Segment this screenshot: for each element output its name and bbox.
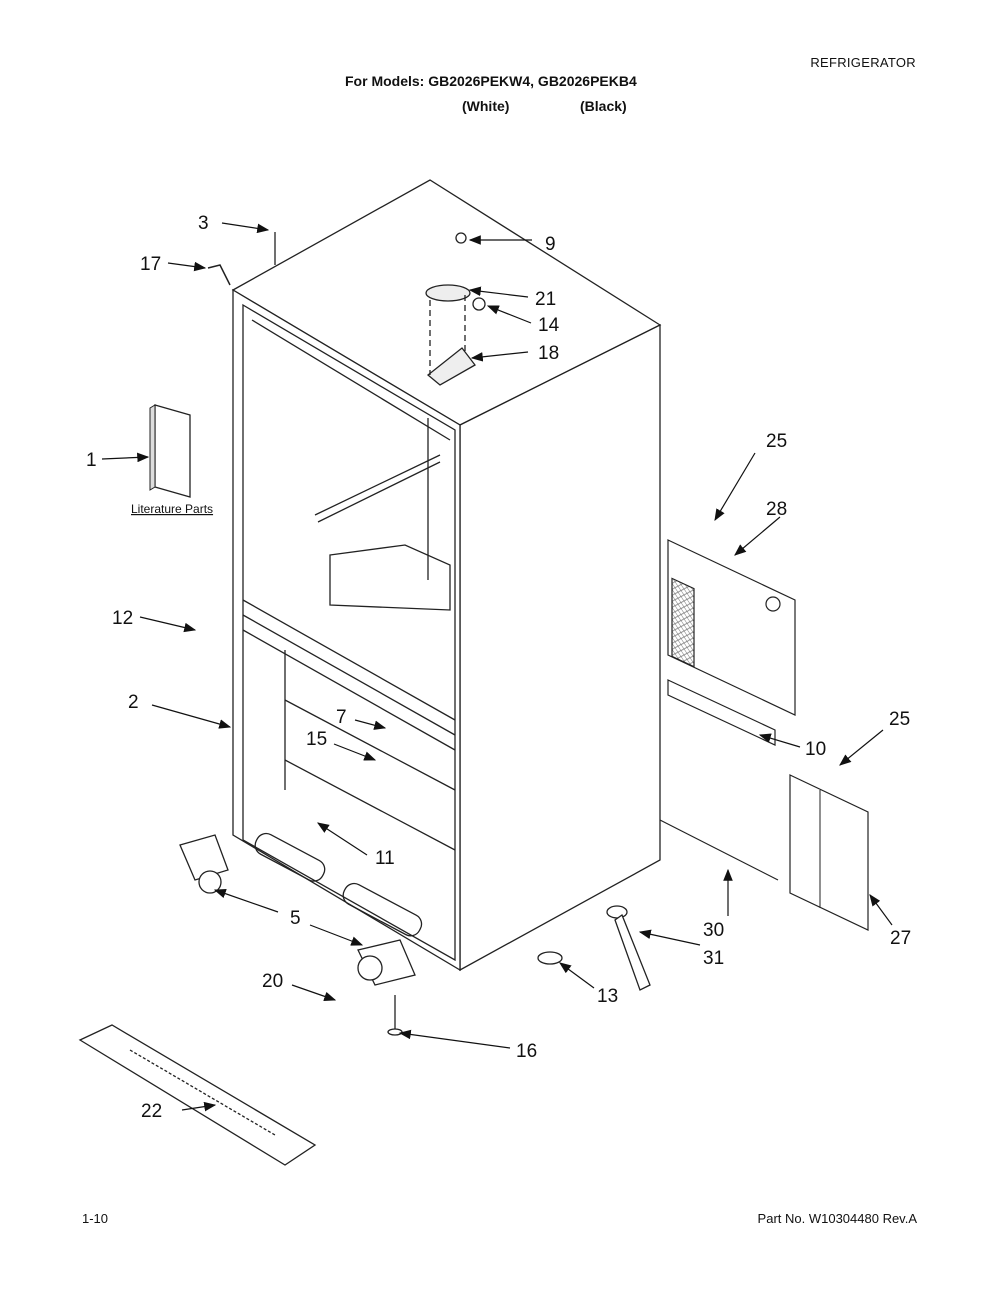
rear-access-panel (667, 539, 796, 716)
rear-panel-edge (659, 819, 779, 881)
literature-booklet (154, 404, 191, 498)
callout-25-bottom: 25 (889, 709, 910, 730)
callout-12: 12 (112, 608, 133, 629)
leveling-screw (387, 995, 403, 1036)
callout-18: 18 (538, 343, 559, 364)
callout-15: 15 (306, 729, 327, 750)
leveling-foot (537, 951, 563, 965)
cabinet (207, 179, 662, 972)
callout-20: 20 (262, 971, 283, 992)
leader-lines (101, 222, 893, 1112)
front-roller-left (179, 834, 229, 894)
callout-3: 3 (198, 213, 209, 234)
callout-22: 22 (141, 1101, 162, 1122)
callout-16: 16 (516, 1041, 537, 1062)
callout-10: 10 (805, 739, 826, 760)
category-label: REFRIGERATOR (810, 55, 916, 70)
callout-5: 5 (290, 908, 301, 929)
callout-28: 28 (766, 499, 787, 520)
callout-labels: 3 17 9 21 14 18 1 Literature Parts 12 2 … (86, 213, 911, 1122)
callout-11: 11 (375, 848, 395, 869)
callout-27: 27 (890, 928, 911, 949)
base-grille (78, 1024, 317, 1166)
literature-parts-label: Literature Parts (131, 502, 213, 516)
literature-booklet-edge (149, 404, 156, 491)
models-title: For Models: GB2026PEKW4, GB2026PEKB4 (345, 73, 637, 89)
callout-21: 21 (535, 289, 556, 310)
callout-7: 7 (336, 707, 347, 728)
part-number: Part No. W10304480 Rev.A (757, 1211, 917, 1226)
callout-13: 13 (597, 986, 618, 1007)
wrench (606, 905, 651, 991)
callout-31: 31 (703, 948, 724, 969)
callout-9: 9 (545, 234, 556, 255)
callout-30: 30 (703, 920, 724, 941)
front-roller-right (357, 939, 416, 986)
variant-white-label: (White) (462, 98, 510, 114)
trim-strip (667, 679, 776, 746)
callout-25-top: 25 (766, 431, 787, 452)
callout-17: 17 (140, 254, 161, 275)
variant-black-label: (Black) (580, 98, 627, 114)
callout-14: 14 (538, 315, 560, 336)
callout-1: 1 (86, 450, 97, 471)
page-number: 1-10 (82, 1211, 109, 1226)
callout-2: 2 (128, 692, 139, 713)
rear-cover (789, 774, 869, 931)
